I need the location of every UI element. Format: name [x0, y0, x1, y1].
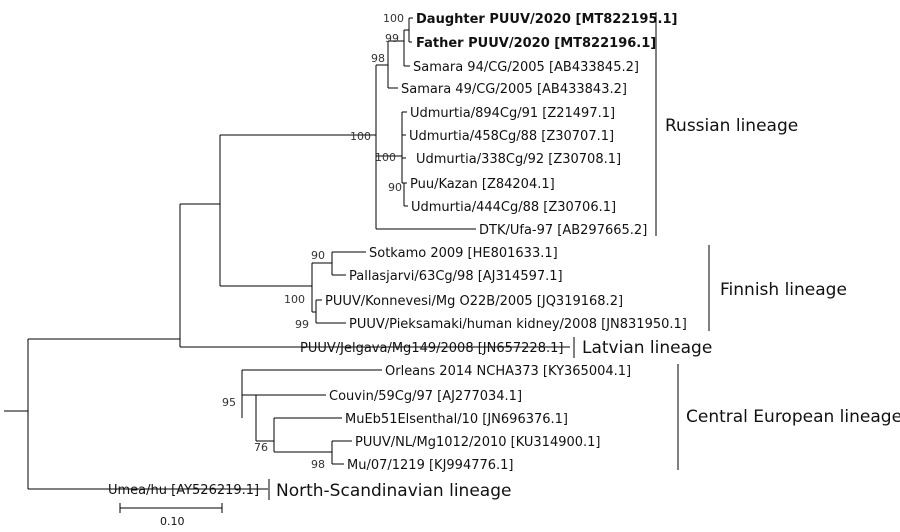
- tree-branches: [4, 17, 570, 490]
- leaf-orleans: Orleans 2014 NCHA373 [KY365004.1]: [385, 364, 631, 379]
- leaf-ud444: Udmurtia/444Cg/88 [Z30706.1]: [411, 200, 616, 215]
- bootstrap-udmurtia-kazan: 100: [375, 151, 396, 164]
- bootstrap-dau-fat: 100: [383, 12, 404, 25]
- lineage-russian: Russian lineage: [665, 116, 798, 136]
- lineage-latvian: Latvian lineage: [582, 338, 712, 358]
- leaf-samara49: Samara 49/CG/2005 [AB433843.2]: [401, 82, 627, 97]
- lineage-central: Central European lineage: [686, 407, 900, 427]
- leaf-mu07: Mu/07/1219 [KJ994776.1]: [347, 458, 514, 473]
- leaf-couvin: Couvin/59Cg/97 [AJ277034.1]: [329, 389, 522, 404]
- leaf-mueb: MuEb51Elsenthal/10 [JN696376.1]: [345, 412, 568, 427]
- bootstrap-values: 100 99 98 100 100 90 90 100 99 95 76 98: [222, 12, 404, 471]
- bootstrap-russian: 100: [350, 130, 371, 143]
- bootstrap-kon-pie: 99: [295, 318, 309, 331]
- leaf-pallas: Pallasjarvi/63Cg/98 [AJ314597.1]: [349, 269, 563, 284]
- leaf-labels: Daughter PUUV/2020 [MT822195.1] Father P…: [108, 12, 687, 498]
- bootstrap-central: 95: [222, 396, 236, 409]
- leaf-ud894: Udmurtia/894Cg/91 [Z21497.1]: [410, 106, 615, 121]
- bootstrap-nl-mu07: 98: [311, 458, 325, 471]
- bootstrap-mueb-group: 76: [254, 441, 268, 454]
- scale-bar-label: 0.10: [160, 515, 185, 528]
- leaf-father: Father PUUV/2020 [MT822196.1]: [416, 36, 656, 51]
- lineage-finnish: Finnish lineage: [720, 280, 847, 300]
- scale-bar: 0.10: [119, 503, 223, 528]
- leaf-pieksamaki: PUUV/Pieksamaki/human kidney/2008 [JN831…: [349, 317, 687, 332]
- leaf-konnevesi: PUUV/Konnevesi/Mg O22B/2005 [JQ319168.2]: [325, 294, 623, 309]
- leaf-nl: PUUV/NL/Mg1012/2010 [KU314900.1]: [355, 435, 601, 450]
- bootstrap-dau-fat-s94: 99: [385, 32, 399, 45]
- leaf-umea: Umea/hu [AY526219.1]: [108, 483, 259, 498]
- leaf-ud458: Udmurtia/458Cg/88 [Z30707.1]: [409, 129, 614, 144]
- leaf-sotkamo: Sotkamo 2009 [HE801633.1]: [369, 246, 558, 261]
- bootstrap-sot-pal: 90: [311, 249, 325, 262]
- bootstrap-finnish: 100: [284, 293, 305, 306]
- leaf-samara94: Samara 94/CG/2005 [AB433845.2]: [413, 60, 639, 75]
- bootstrap-kazan-444: 90: [388, 181, 402, 194]
- leaf-daughter: Daughter PUUV/2020 [MT822195.1]: [416, 12, 677, 27]
- leaf-ud338: Udmurtia/338Cg/92 [Z30708.1]: [416, 152, 621, 167]
- leaf-jelgava: PUUV/Jelgava/Mg149/2008 [JN657228.1]: [300, 341, 563, 356]
- leaf-dtk: DTK/Ufa-97 [AB297665.2]: [479, 223, 647, 238]
- bootstrap-samara-group: 98: [371, 52, 385, 65]
- lineage-nscand: North-Scandinavian lineage: [276, 481, 511, 501]
- leaf-kazan: Puu/Kazan [Z84204.1]: [410, 177, 555, 192]
- lineage-brackets: Russian lineage Finnish lineage Latvian …: [268, 12, 900, 501]
